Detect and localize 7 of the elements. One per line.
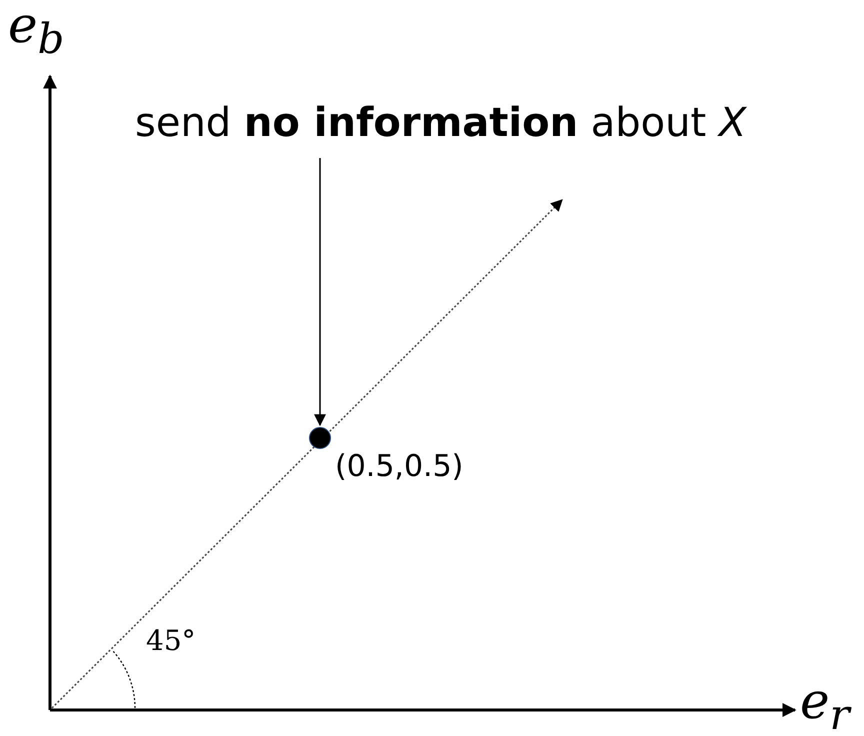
angle-label: 45° — [146, 624, 196, 657]
axis-label: e$_{r}$ — [800, 672, 850, 736]
arrow — [314, 158, 326, 426]
coordinate-label: (0.5,0.5) — [335, 449, 464, 484]
annotation-text: send no information about X — [135, 92, 746, 154]
data-point — [309, 427, 331, 449]
axis-label: e$_{b}$ — [8, 0, 64, 63]
